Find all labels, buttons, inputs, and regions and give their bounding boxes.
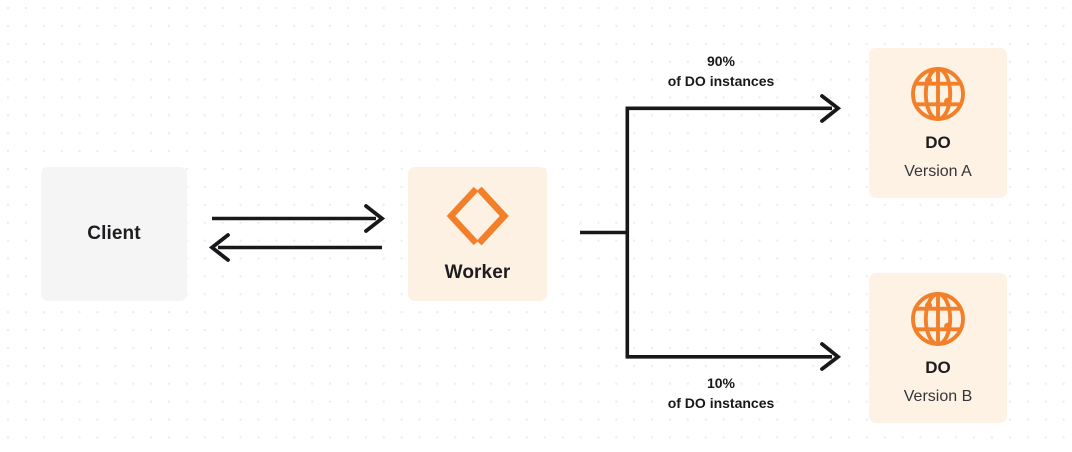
node-do-version-b-title: DO bbox=[925, 358, 951, 378]
node-do-version-b-subtitle: Version B bbox=[903, 387, 973, 405]
edge-label-90-percent-value: 90% bbox=[706, 53, 736, 69]
globe-icon bbox=[909, 290, 967, 348]
edge-label-90-percent: 90% of DO instances bbox=[623, 52, 819, 92]
arrow-worker-to-client bbox=[208, 233, 382, 262]
arrow-client-to-worker bbox=[212, 204, 386, 233]
node-do-version-a-title: DO bbox=[925, 133, 951, 153]
node-worker-label: Worker bbox=[444, 261, 511, 283]
node-do-version-a[interactable]: DO Version A bbox=[869, 48, 1007, 198]
edge-label-10-percent-value: 10% bbox=[706, 375, 736, 391]
edge-label-90-percent-caption: of DO instances bbox=[667, 72, 775, 89]
arrow-worker-split-bracket bbox=[580, 94, 842, 371]
node-do-version-a-subtitle: Version A bbox=[904, 162, 972, 180]
node-client[interactable]: Client bbox=[41, 167, 187, 301]
edge-label-10-percent: 10% of DO instances bbox=[623, 374, 819, 414]
cloudflare-workers-logo-icon bbox=[445, 185, 511, 247]
edge-label-10-percent-caption: of DO instances bbox=[667, 394, 775, 411]
node-client-label: Client bbox=[87, 222, 141, 244]
node-do-version-b[interactable]: DO Version B bbox=[869, 273, 1007, 423]
globe-icon bbox=[909, 65, 967, 123]
node-worker[interactable]: Worker bbox=[408, 167, 547, 301]
